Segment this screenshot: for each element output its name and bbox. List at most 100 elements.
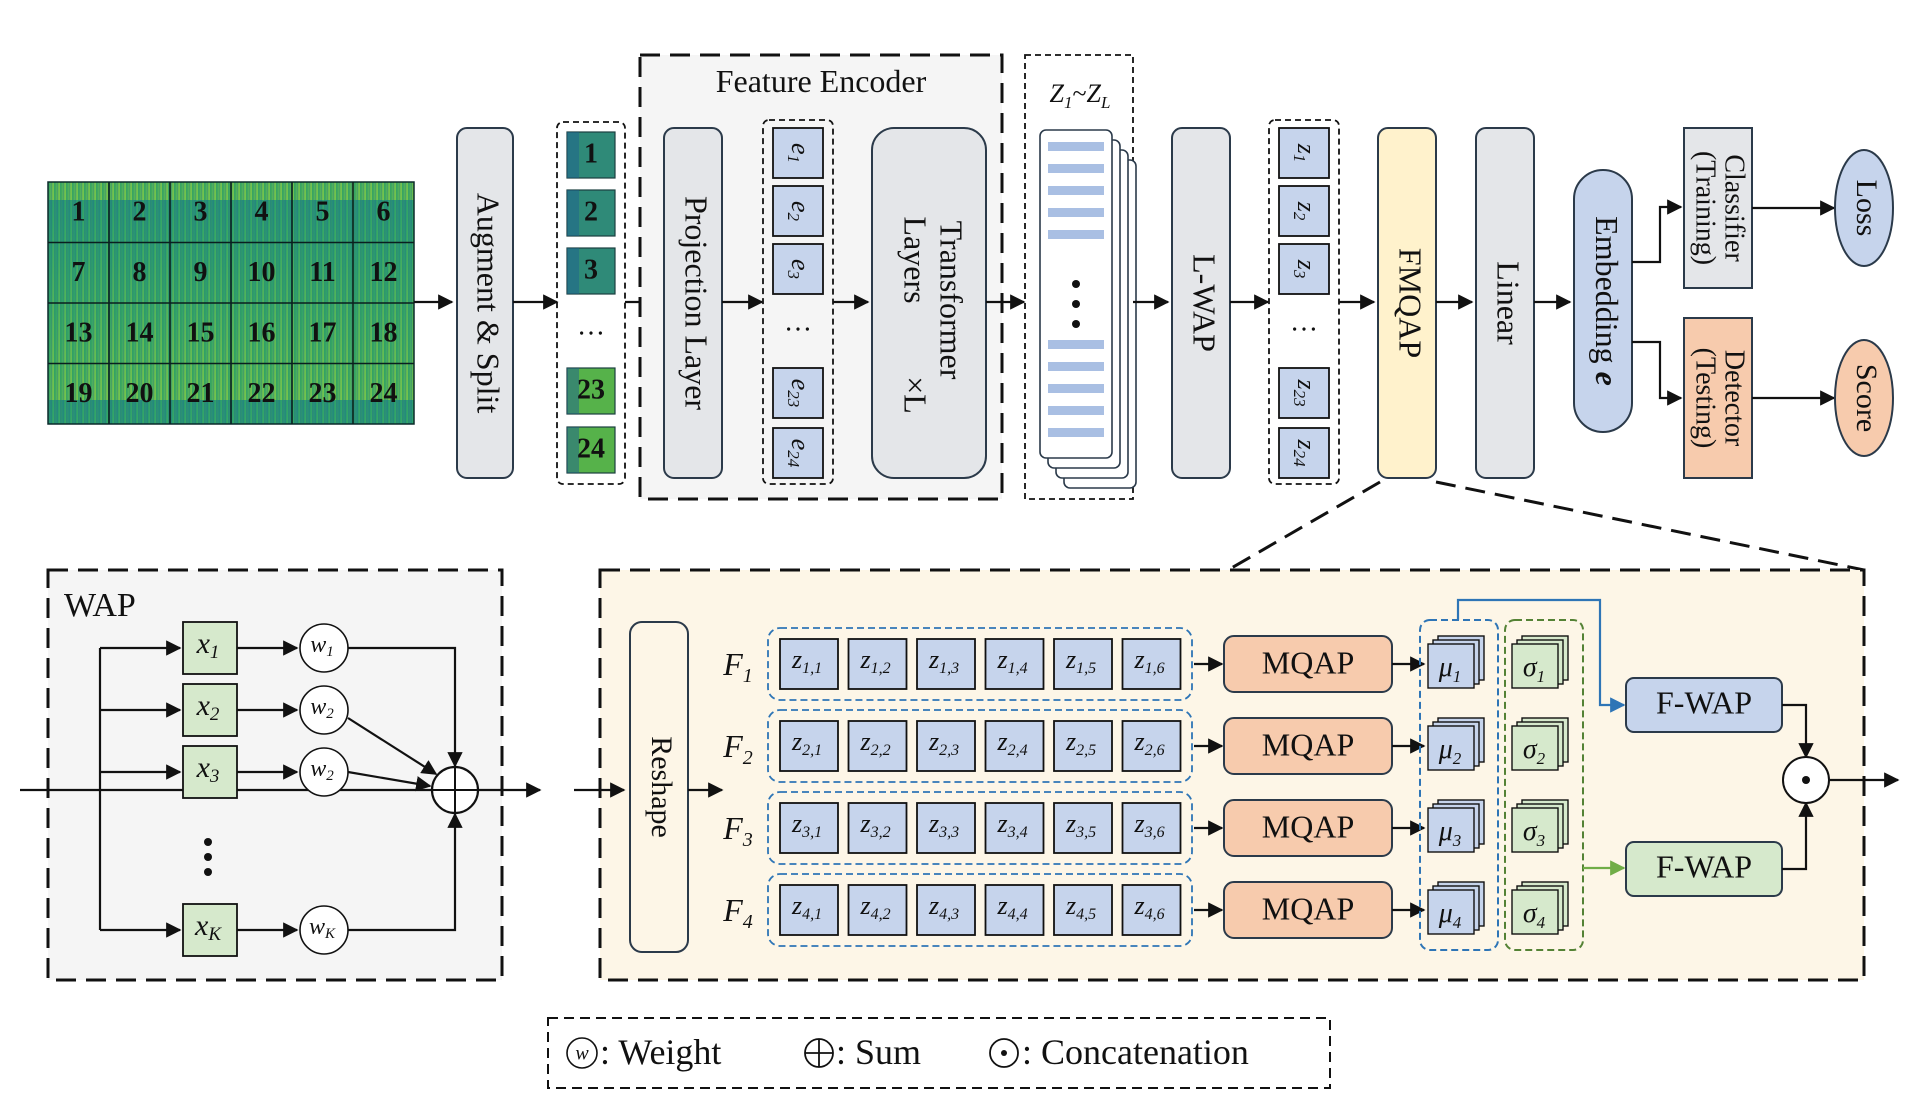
row-token-box [1121, 720, 1182, 772]
e-token-ellipsis: … [784, 306, 812, 337]
concat-legend-icon [989, 1038, 1019, 1068]
z-token-label: z1 [1290, 143, 1321, 163]
wap-weight-label: wK [309, 914, 336, 943]
spectrogram-patch-number: 14 [126, 318, 154, 349]
feature-encoder-title: Feature Encoder [716, 63, 927, 99]
wap-input-label: x1 [196, 627, 220, 663]
mu-label: μ2 [1438, 734, 1462, 767]
sigma-label: σ1 [1523, 652, 1545, 685]
z-stack-dot [1072, 300, 1080, 308]
z-range-label: Z1~ZL [1050, 79, 1111, 112]
wap-weight-label: w2 [310, 694, 334, 723]
transformer-label-1: Transformer [934, 221, 970, 380]
z-token-box [1278, 185, 1330, 237]
spectrogram-patch-number: 18 [370, 318, 398, 349]
sigma-label: σ3 [1523, 816, 1545, 849]
row-token-label: z2,4 [996, 727, 1027, 759]
spectrogram-patch-number: 13 [65, 318, 93, 349]
mu-sheet [1427, 889, 1475, 935]
loss-node: Loss [1834, 149, 1894, 267]
spectrogram-patch-number: 1 [72, 197, 86, 228]
fwap-top-block: F-WAP [1625, 677, 1783, 733]
projection-layer-block: Projection Layer [663, 127, 723, 479]
row-token-group [767, 709, 1193, 783]
row-token-box [984, 720, 1045, 772]
z-layer-stack: Z1~ZL [1024, 54, 1137, 500]
e-token-box [772, 427, 824, 479]
transformer-label-2: Layers [898, 216, 934, 303]
detector-label-1: Detector [1719, 350, 1750, 447]
row-token-box [1053, 802, 1113, 854]
row-token-box [1121, 802, 1182, 854]
wap-input-box [182, 745, 238, 799]
z-token-box [1278, 427, 1330, 479]
z-token-box [1278, 243, 1330, 295]
spectrogram-patch-number: 24 [370, 378, 398, 409]
row-token-box [847, 884, 908, 936]
legend: w : Weight : Sum : Concatenation [547, 1017, 1331, 1089]
row-token-label: z1,5 [1065, 645, 1096, 677]
wap-input-label: x3 [196, 751, 220, 787]
row-token-label: z4,1 [791, 891, 822, 923]
row-token-label: z3,1 [791, 809, 822, 841]
row-token-box [779, 638, 839, 690]
spectrogram-patch-number: 20 [126, 378, 154, 409]
spectrogram-patch-number: 15 [187, 318, 215, 349]
z-layer-stripe [1048, 362, 1104, 371]
z-token-label: z24 [1290, 438, 1321, 467]
spectrogram-patch-number: 9 [194, 257, 208, 288]
row-token-box [847, 720, 908, 772]
row-token-label: z2,5 [1065, 727, 1096, 759]
row-label: F4 [722, 892, 753, 932]
row-token-label: z1,2 [859, 645, 890, 677]
sigma-sheet [1511, 643, 1559, 689]
sigma-sheet [1511, 889, 1559, 935]
wap-weight-label: w1 [310, 632, 334, 661]
spectrogram-patch-number: 6 [377, 197, 391, 228]
spectrogram-patch-number: 5 [316, 197, 330, 228]
sum-legend-icon [804, 1038, 834, 1068]
wap-input-box [182, 683, 238, 737]
row-token-label: z2,2 [859, 727, 890, 759]
z-token-label: z3 [1290, 259, 1321, 279]
wap-weight-label: w2 [310, 756, 334, 785]
z-token-label: z23 [1290, 378, 1321, 406]
fwap-top-label: F-WAP [1656, 684, 1752, 720]
sigma-label: σ2 [1523, 734, 1546, 767]
row-token-box [916, 638, 976, 690]
wap-ellipsis-dot [204, 853, 212, 861]
mu-sheet [1427, 643, 1475, 689]
row-token-box [847, 802, 908, 854]
weight-legend-symbol: w [575, 1043, 589, 1065]
row-token-box [1053, 638, 1113, 690]
row-token-label: z4,4 [996, 891, 1027, 923]
mu-label: μ4 [1438, 898, 1462, 931]
spectrogram-patch-number: 8 [133, 257, 147, 288]
row-token-box [1121, 884, 1182, 936]
linear-label: Linear [1491, 261, 1527, 345]
fwap-bottom-block: F-WAP [1625, 841, 1783, 897]
row-token-label: z1,3 [928, 645, 959, 677]
score-label: Score [1850, 364, 1883, 432]
z-token-ellipsis: … [1290, 306, 1318, 337]
loss-label: Loss [1850, 180, 1883, 237]
row-token-box [779, 884, 839, 936]
detector-block: Detector (Testing) [1683, 317, 1753, 479]
row-token-label: z4,5 [1065, 891, 1096, 923]
classifier-label-1: Classifier [1719, 154, 1750, 262]
detector-label-2: (Testing) [1690, 348, 1721, 449]
e-token-label: e1 [784, 143, 815, 163]
z-stack-dot [1072, 320, 1080, 328]
wap-input-label: x2 [196, 689, 220, 725]
row-token-box [1121, 638, 1182, 690]
z-token-label: z2 [1290, 201, 1321, 221]
row-token-box [1053, 720, 1113, 772]
row-token-label: z4,2 [859, 891, 890, 923]
patch-number: 1 [584, 138, 598, 169]
fmqap-block: FMQAP [1377, 127, 1437, 479]
row-token-label: z1,6 [1133, 645, 1164, 677]
e-token-box [772, 243, 824, 295]
row-token-label: z1,1 [791, 645, 822, 677]
